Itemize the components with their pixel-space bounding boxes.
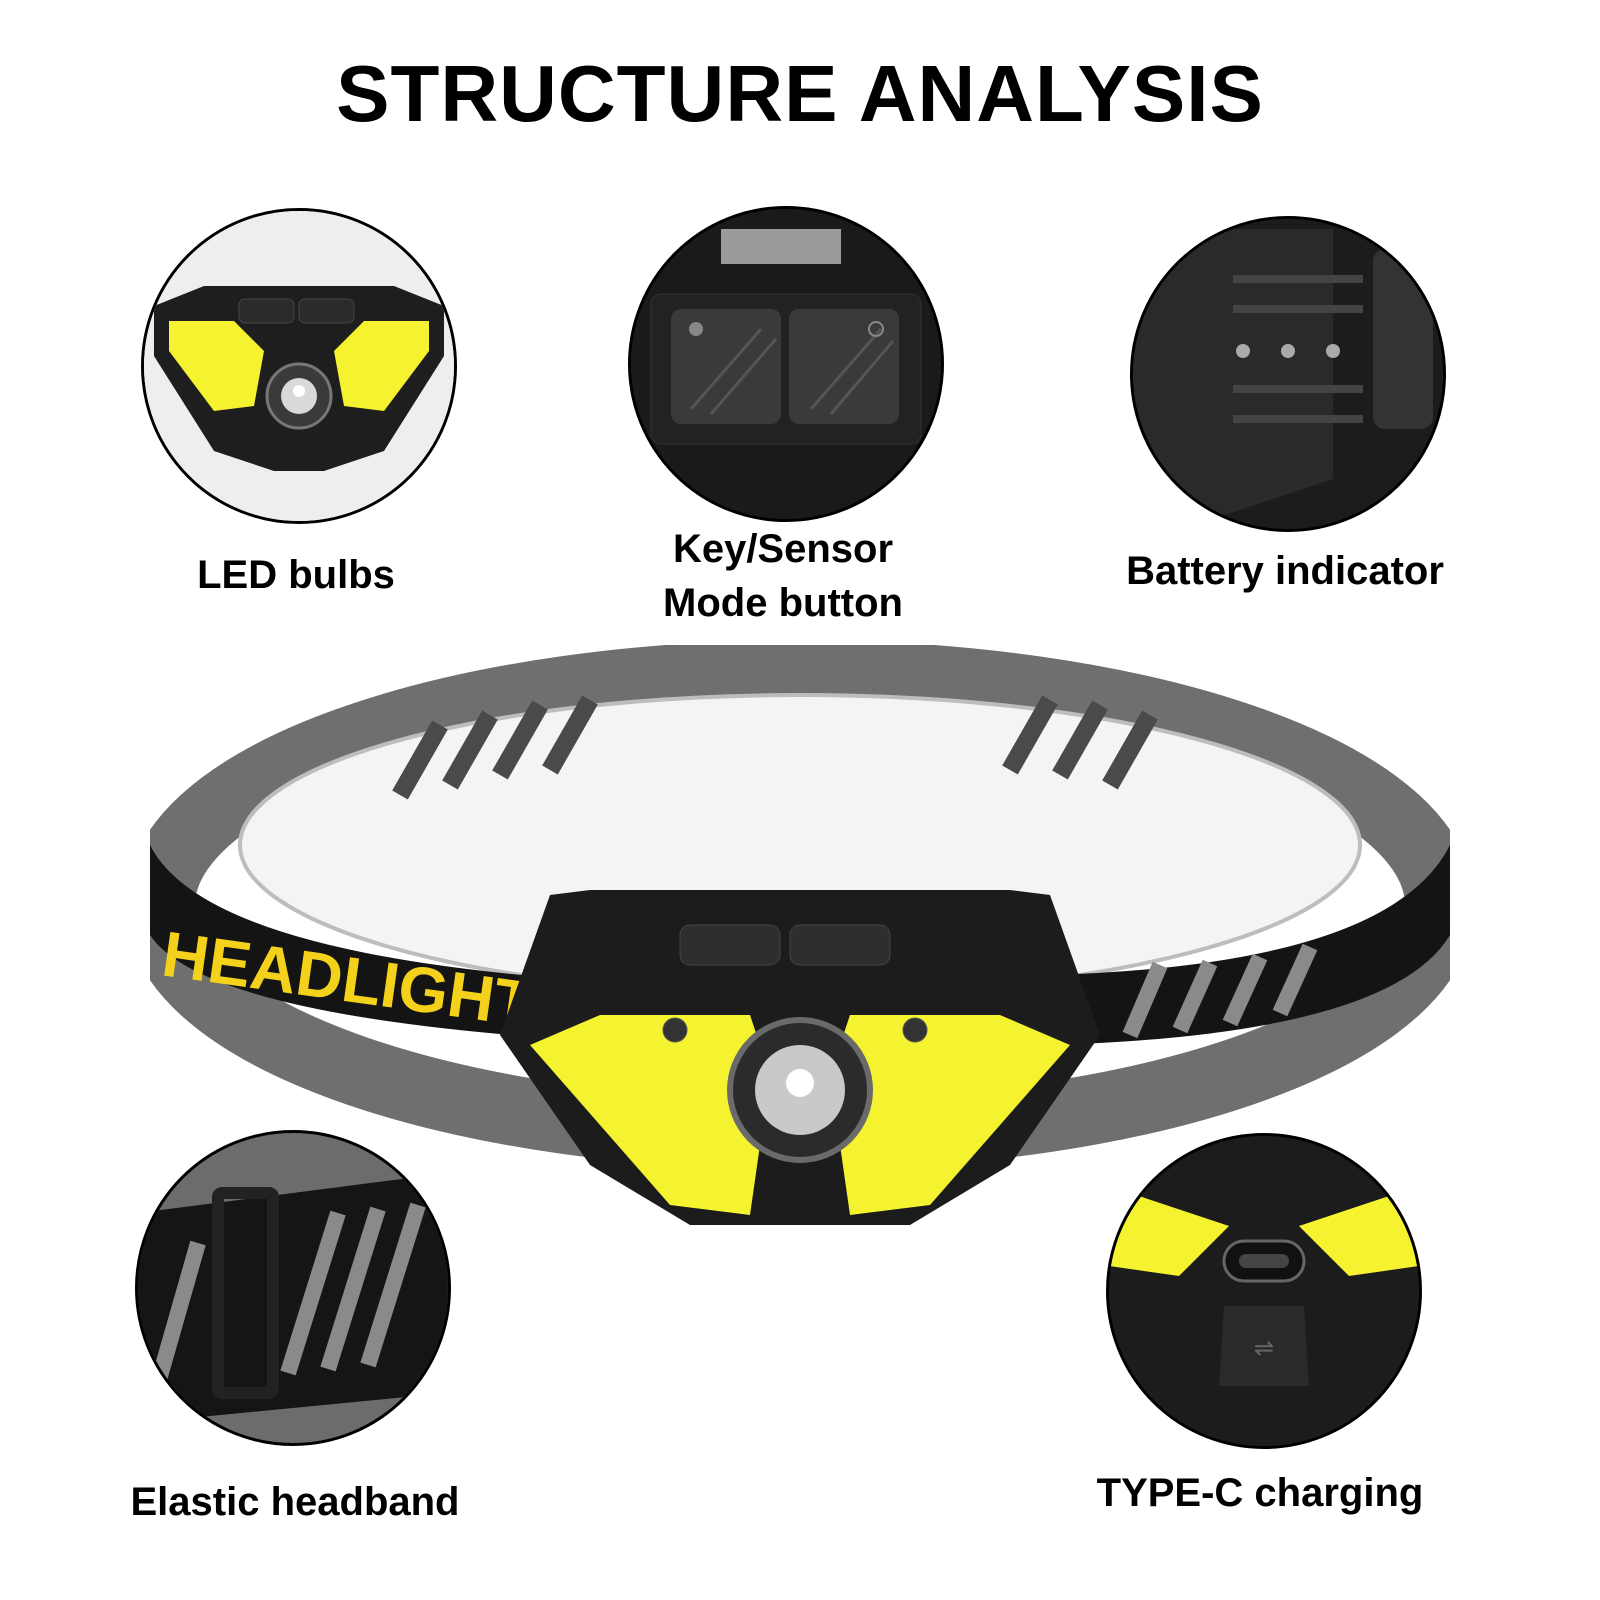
elastic-headband-label: Elastic headband (130, 1480, 460, 1524)
mode-button-label-line2: Mode button (663, 581, 903, 625)
led-bulbs-closeup-icon (141, 208, 457, 524)
battery-indicator-label: Battery indicator (1126, 549, 1444, 593)
headlamp-product-image: HEADLIGHT (150, 645, 1450, 1285)
page-title: STRUCTURE ANALYSIS (336, 49, 1264, 138)
mode-button-label-line1: Key/Sensor (672, 527, 894, 571)
headband-buckle-closeup-icon (135, 1130, 451, 1446)
mode-button-label: Key/Sensor Mode button (578, 522, 988, 630)
type-c-charging-label: TYPE-C charging (1096, 1471, 1424, 1515)
usb-c-port-closeup-icon: ⇌ (1106, 1133, 1422, 1449)
svg-text:⇌: ⇌ (1254, 1334, 1274, 1362)
battery-indicator-closeup-icon (1130, 216, 1446, 532)
mode-button-closeup-icon (628, 206, 944, 522)
led-bulbs-label: LED bulbs (197, 553, 395, 597)
